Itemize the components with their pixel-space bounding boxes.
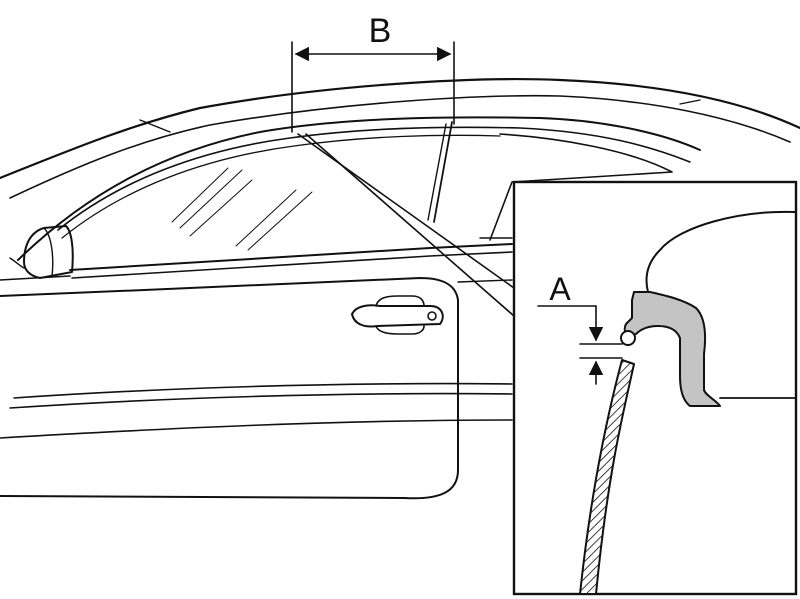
- window-frame-outer: [17, 116, 701, 261]
- door-lock-cylinder: [427, 311, 437, 321]
- detail-callout-leaders: [297, 133, 515, 317]
- roof-outer-line: [0, 78, 800, 180]
- car-body: [0, 78, 800, 500]
- b-pillar-inner: [427, 123, 447, 221]
- weatherstrip-seal: [623, 291, 721, 407]
- dimension-b-label: B: [369, 12, 392, 50]
- body-crease-upper: [13, 382, 513, 399]
- dimension-a: A: [537, 271, 623, 385]
- window-glass-section: [579, 359, 635, 595]
- dimension-b: B: [291, 12, 455, 133]
- rear-window-outline: [489, 133, 673, 241]
- roof-rear-drip: [679, 99, 701, 105]
- door-outline: [0, 277, 459, 500]
- seal-lip: [620, 330, 636, 346]
- beltline-top: [69, 243, 513, 271]
- dimension-a-label: A: [549, 271, 571, 307]
- body-crease-lower: [0, 419, 513, 439]
- body-crease-middle: [9, 392, 513, 409]
- door-front-edge: [0, 275, 71, 281]
- roof-drip-line: [139, 119, 171, 133]
- beltline-bottom: [71, 251, 513, 279]
- roof-inner-line: [9, 94, 791, 199]
- door-handle: [351, 295, 444, 335]
- detail-inset: A: [512, 180, 798, 596]
- detail-inset-frame: [512, 180, 798, 596]
- glass-reflection-lines: [171, 167, 313, 251]
- side-mirror: [9, 225, 74, 279]
- window-frame-inner: [57, 126, 691, 231]
- b-pillar: [433, 121, 453, 223]
- window-frame-trim: [61, 134, 501, 239]
- roof-panel-section: [645, 210, 797, 293]
